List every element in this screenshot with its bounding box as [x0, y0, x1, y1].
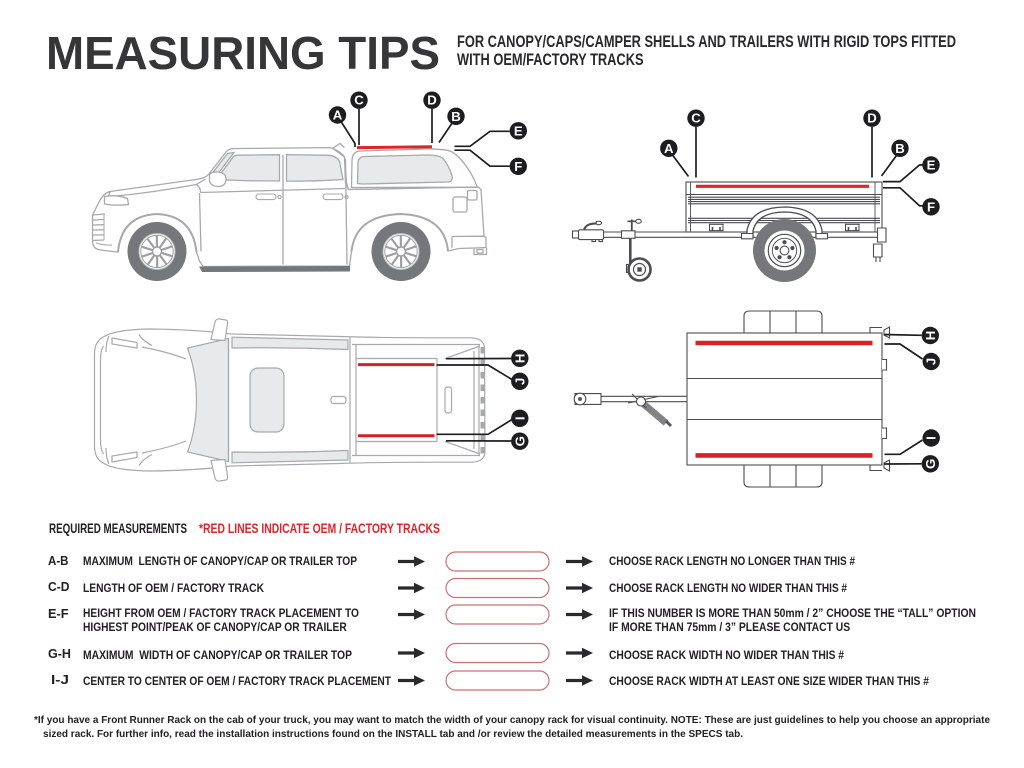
svg-text:E: E — [514, 123, 523, 138]
svg-text:I: I — [512, 416, 527, 420]
svg-text:F: F — [514, 159, 522, 174]
svg-text:D: D — [867, 111, 877, 126]
svg-text:J: J — [924, 358, 939, 365]
svg-text:G: G — [923, 459, 938, 469]
svg-text:B: B — [895, 141, 905, 156]
svg-text:A: A — [333, 108, 343, 123]
svg-text:A: A — [664, 141, 674, 156]
svg-text:C: C — [691, 111, 701, 126]
svg-text:H: H — [923, 331, 938, 341]
svg-text:I: I — [924, 436, 939, 440]
svg-text:C: C — [354, 93, 364, 108]
svg-text:G: G — [512, 436, 527, 446]
svg-text:E: E — [927, 158, 936, 173]
svg-text:B: B — [451, 109, 461, 124]
svg-text:H: H — [512, 354, 527, 364]
svg-text:J: J — [512, 378, 527, 385]
svg-text:D: D — [427, 93, 437, 108]
svg-text:F: F — [927, 199, 935, 214]
